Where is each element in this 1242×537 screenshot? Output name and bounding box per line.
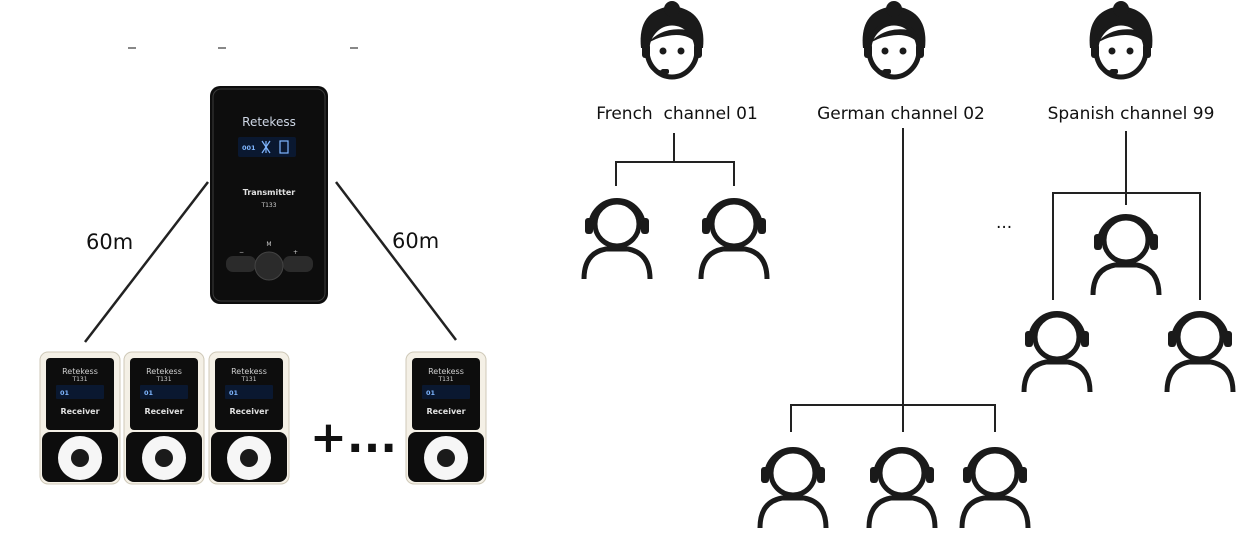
french-listener-icon xyxy=(701,200,767,279)
receiver-label: Receiver xyxy=(426,407,465,416)
receiver-screen xyxy=(56,385,104,399)
channel-diagram: French channel 01 German channel 02 Span… xyxy=(584,1,1233,528)
guide-german-icon xyxy=(863,1,926,77)
transmitter-screen-value: 001 xyxy=(242,144,256,152)
receiver-screen xyxy=(225,385,273,399)
distance-label-right: 60m xyxy=(392,229,439,253)
distance-label-left: 60m xyxy=(86,230,133,254)
range-line-right xyxy=(335,181,457,341)
transmitter-left-key[interactable] xyxy=(226,256,256,272)
receiver-label: Receiver xyxy=(60,407,99,416)
device-panel: 60m 60m Retekess 001 Transmitter T133 M … xyxy=(39,47,487,485)
french-connector xyxy=(615,133,735,186)
transmitter-antenna-icon xyxy=(261,140,271,154)
transmitter-model: T133 xyxy=(260,202,276,209)
receiver-model: T131 xyxy=(71,376,87,383)
german-listener-icon xyxy=(962,449,1028,528)
spanish-connector xyxy=(1052,131,1201,300)
spanish-listener-icon xyxy=(1093,216,1159,295)
receiver-dial-button[interactable] xyxy=(71,449,89,467)
receiver-dial-button[interactable] xyxy=(155,449,173,467)
transmitter-brand: Retekess xyxy=(242,115,296,129)
channel-label-german: German channel 02 xyxy=(817,104,985,124)
receiver-brand: Retekess xyxy=(231,367,267,376)
receiver-screen-value: 01 xyxy=(426,389,436,397)
receiver-label: Receiver xyxy=(144,407,183,416)
transmitter-screen xyxy=(238,137,296,157)
transmitter-right-key[interactable] xyxy=(283,256,313,272)
receiver-dial-button[interactable] xyxy=(437,449,455,467)
channel-label-spanish: Spanish channel 99 xyxy=(1048,104,1215,124)
receiver-brand: Retekess xyxy=(428,367,464,376)
transmitter-left-key-label: − xyxy=(239,249,244,256)
receiver-group: RetekessT13101ReceiverRetekessT13101Rece… xyxy=(39,351,487,485)
receiver-model: T131 xyxy=(240,376,256,383)
receiver-brand: Retekess xyxy=(62,367,98,376)
range-line-left xyxy=(84,181,209,343)
connector-lines xyxy=(615,128,1201,432)
german-listener-icon xyxy=(760,449,826,528)
receiver-screen-value: 01 xyxy=(60,389,70,397)
guide-spanish-icon xyxy=(1090,1,1153,77)
channel-label-french: French channel 01 xyxy=(596,104,758,124)
receiver-brand: Retekess xyxy=(146,367,182,376)
more-receivers-symbol: +... xyxy=(310,412,397,463)
spanish-listener-icon xyxy=(1167,313,1233,392)
transmitter-right-key-label: + xyxy=(293,249,298,256)
german-listener-icon xyxy=(869,449,935,528)
receiver-dial-button[interactable] xyxy=(240,449,258,467)
receiver-screen xyxy=(140,385,188,399)
guide-french-icon xyxy=(641,1,704,77)
transmitter-device: Retekess 001 Transmitter T133 M − + xyxy=(210,86,328,304)
german-connector xyxy=(790,128,996,432)
french-listener-icon xyxy=(584,200,650,279)
receiver-screen-value: 01 xyxy=(229,389,239,397)
receiver-screen-value: 01 xyxy=(144,389,154,397)
receiver-model: T131 xyxy=(437,376,453,383)
spanish-listener-icon xyxy=(1024,313,1090,392)
transmitter-center-key-label: M xyxy=(266,241,271,248)
receiver-label: Receiver xyxy=(229,407,268,416)
transmitter-center-key[interactable] xyxy=(254,251,284,281)
receiver-screen xyxy=(422,385,470,399)
receiver-model: T131 xyxy=(155,376,171,383)
more-channels-ellipsis: ... xyxy=(996,213,1012,233)
transmitter-battery-icon xyxy=(279,140,289,154)
transmitter-title: Transmitter xyxy=(243,188,296,197)
